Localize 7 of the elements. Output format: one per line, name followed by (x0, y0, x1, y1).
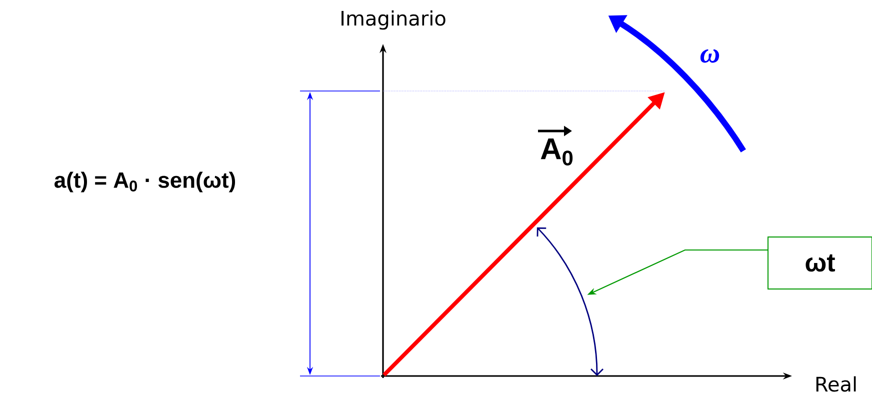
vector-label: A$_{0}$ (538, 126, 573, 166)
label-box: ωt (768, 236, 872, 290)
axis-label: Imaginario (342, 10, 446, 30)
axis-label: Real (816, 376, 856, 392)
equation: a(t) = A$_{0}$ · sen(ωt) (54, 172, 236, 192)
omega-label: ω (700, 49, 720, 63)
angle-arc (536, 227, 604, 376)
